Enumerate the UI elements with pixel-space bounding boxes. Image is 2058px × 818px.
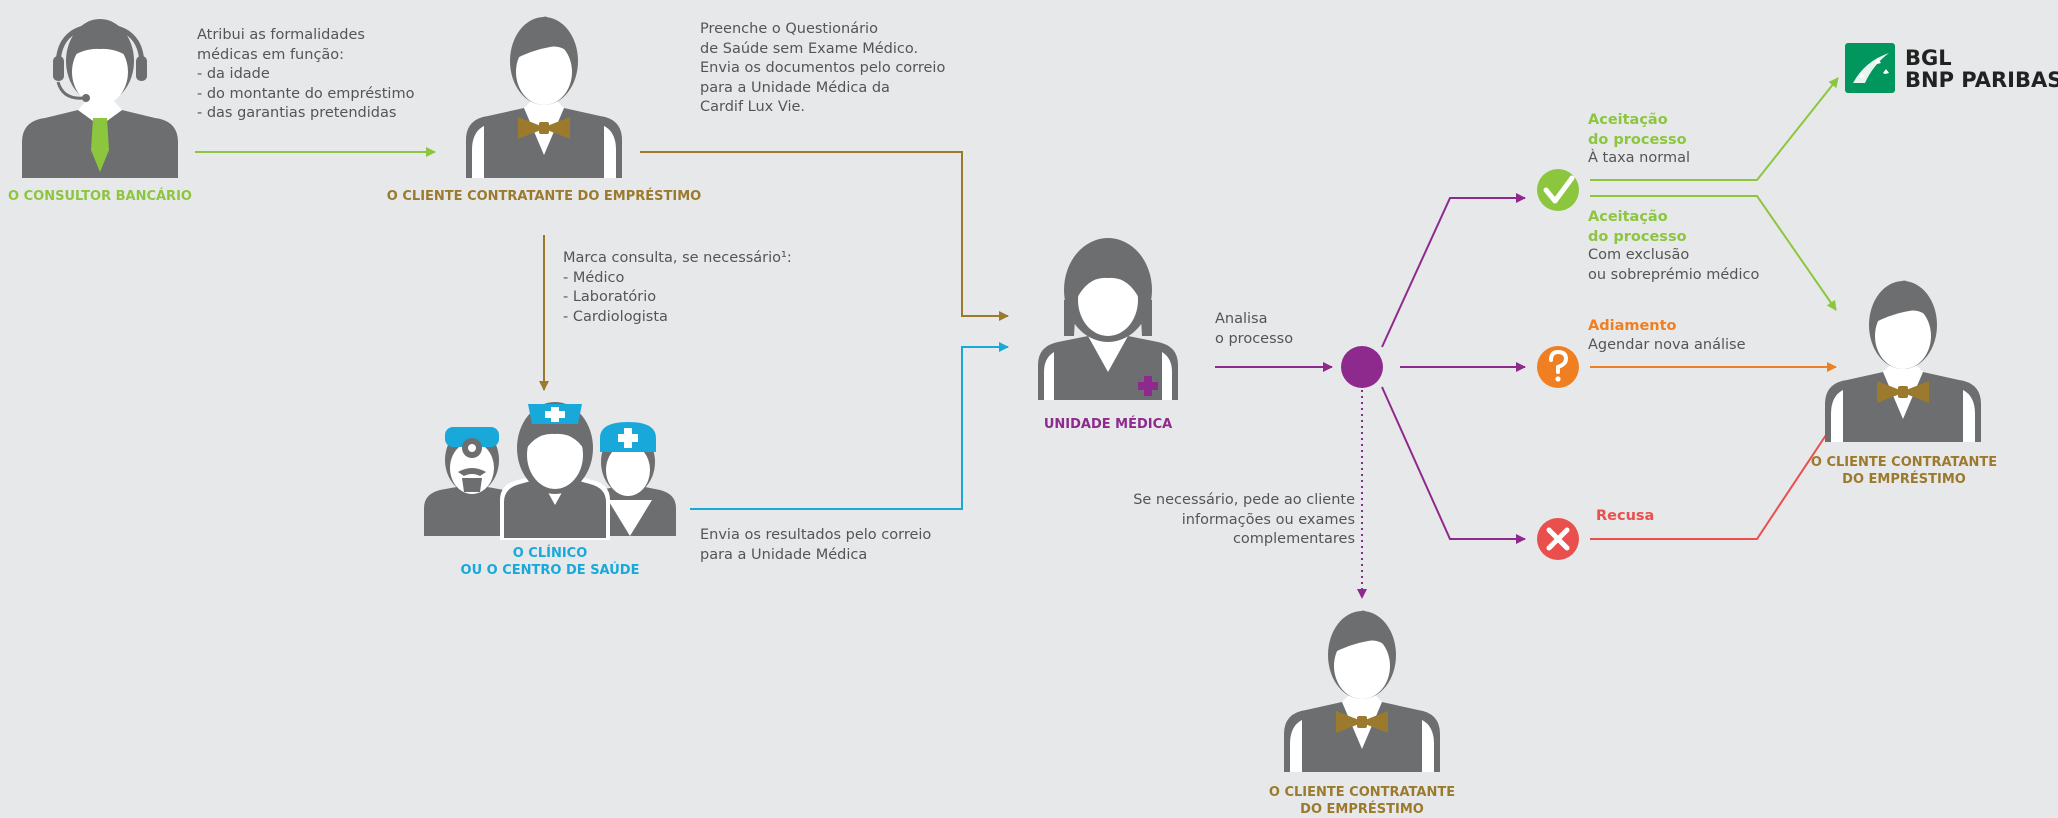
cliente-bottom-figure — [1284, 610, 1440, 772]
arrow-clinico-to-unidade — [690, 342, 1009, 510]
aceitacao-normal-desc: À taxa normal — [1588, 150, 1690, 166]
consultor-figure — [22, 19, 178, 178]
adiamento-title: Adiamento — [1588, 318, 1677, 334]
arrow-decision-to-aceitacao — [1381, 193, 1526, 348]
arrow-cliente-to-unidade — [640, 151, 1009, 321]
unidade-medica-label: UNIDADE MÉDICA — [1043, 417, 1173, 432]
cliente-right-figure — [1825, 280, 1981, 442]
envia-resultados-text: Envia os resultados pelo correio para a … — [700, 527, 932, 563]
refusal-icon — [1537, 518, 1579, 560]
decision-node — [1341, 346, 1383, 388]
bnp-stars-icon — [1845, 43, 1895, 93]
clinico-label: O CLÍNICO OU O CENTRO DE SAÚDE — [460, 546, 640, 578]
cliente-right-label: O CLIENTE CONTRATANTE DO EMPRÉSTIMO — [1810, 455, 1998, 487]
arrow-decision-to-recusa — [1381, 386, 1526, 544]
checkmark-icon — [1537, 169, 1579, 211]
aceitacao-exclusao-desc: Com exclusão ou sobreprémio médico — [1588, 247, 1760, 283]
arrow-aceitacao-to-bank — [1590, 77, 1839, 181]
aceitacao-normal-title: Aceitação do processo — [1588, 112, 1687, 148]
cliente-bottom-label: O CLIENTE CONTRATANTE DO EMPRÉSTIMO — [1268, 785, 1456, 817]
logo-line-1: BGL — [1905, 46, 1952, 70]
analisa-text: Analisa o processo — [1215, 311, 1294, 347]
bgl-bnp-paribas-logo: BGL BNP PARIBAS — [1845, 43, 2058, 95]
logo-text: BGL BNP PARIBAS — [1905, 47, 2058, 91]
marca-consulta-text: Marca consulta, se necessário¹: - Médico… — [563, 250, 792, 325]
recusa-title: Recusa — [1596, 508, 1655, 524]
cliente-top-label: O CLIENTE CONTRATANTE DO EMPRÉSTIMO — [386, 189, 702, 204]
logo-line-2: BNP PARIBAS — [1905, 68, 2058, 92]
unidade-medica-figure — [1038, 238, 1178, 400]
clinico-figure — [424, 402, 676, 540]
cliente-top-figure — [466, 16, 622, 178]
se-necessario-text: Se necessário, pede ao cliente informaçõ… — [1133, 492, 1355, 547]
arrow-recusa-to-cliente — [1590, 419, 1837, 540]
consultor-label: O CONSULTOR BANCÁRIO — [8, 189, 192, 204]
arrow-aceitacao-to-cliente — [1590, 195, 1837, 311]
question-icon — [1537, 346, 1579, 388]
atribui-text: Atribui as formalidades médicas em funçã… — [197, 27, 415, 121]
adiamento-desc: Agendar nova análise — [1588, 337, 1746, 353]
aceitacao-exclusao-title: Aceitação do processo — [1588, 209, 1687, 245]
preenche-text: Preenche o Questionário de Saúde sem Exa… — [700, 21, 946, 115]
